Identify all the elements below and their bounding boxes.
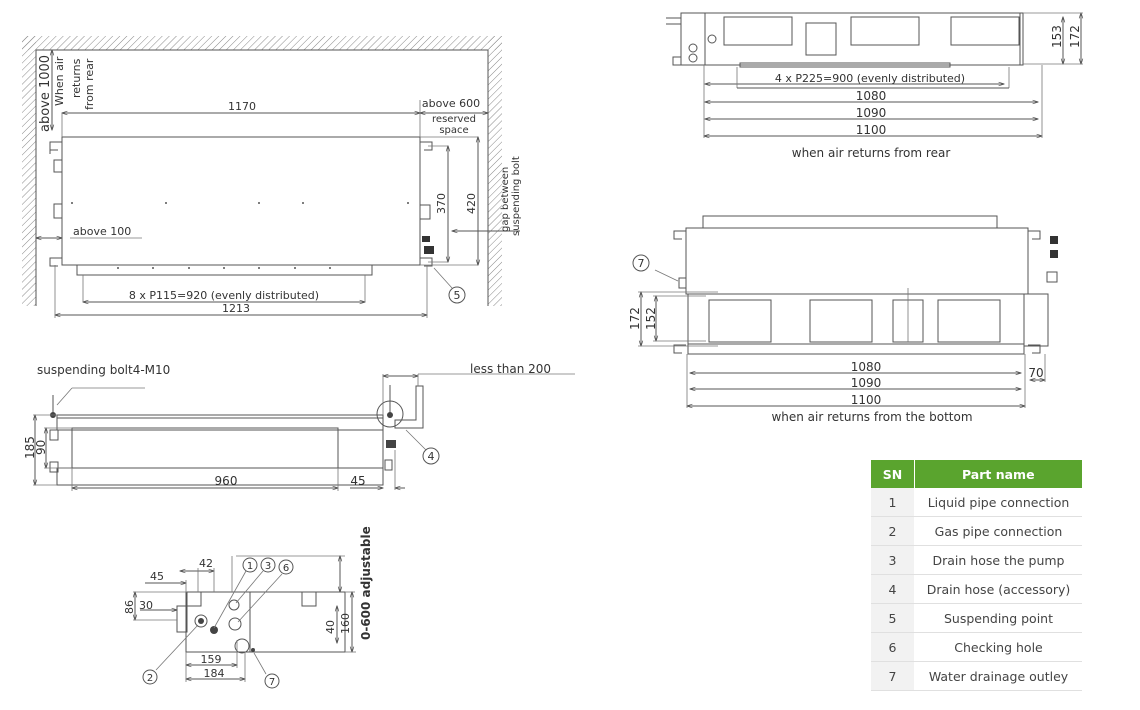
row-sn: 6 — [871, 632, 915, 662]
dim-90: 90 — [34, 440, 48, 455]
label-from-rear: from rear — [83, 58, 96, 110]
dim-70: 70 — [1028, 366, 1043, 380]
row-sn: 5 — [871, 603, 915, 633]
row-part-name: Water drainage outley — [914, 661, 1082, 691]
side-view: 4 suspending bolt4-M10 less than 200 185… — [23, 362, 575, 491]
right-wall — [488, 36, 502, 306]
header-sn: SN — [871, 460, 915, 488]
callout-4-label: 4 — [428, 450, 435, 463]
header-part-name: Part name — [914, 460, 1083, 488]
dim-42: 42 — [199, 557, 213, 570]
dim-172-rear: 172 — [1068, 25, 1082, 48]
row-sn: 4 — [871, 574, 915, 604]
row-part-name: Checking hole — [914, 632, 1082, 662]
label-hanger-pitch: 8 x P115=920 (evenly distributed) — [129, 289, 319, 302]
dim-184: 184 — [204, 667, 225, 680]
top-view: 5 above 1000 When air returns from rear … — [22, 36, 522, 318]
caption-rear-return: when air returns from rear — [792, 146, 951, 160]
callout-5 — [448, 286, 466, 304]
dim-185: 185 — [23, 436, 37, 459]
dim-152: 152 — [644, 307, 658, 330]
dim-1090-bottom: 1090 — [851, 376, 882, 390]
dim-1170: 1170 — [228, 100, 256, 113]
unit-body-top — [61, 136, 421, 266]
callouts-end-view: 1 3 6 2 7 — [142, 557, 294, 689]
callout-1: 1 — [247, 561, 253, 572]
ceiling-wall — [22, 36, 502, 50]
label-pitch-rear: 4 x P225=900 (evenly distributed) — [775, 72, 965, 85]
dim-370: 370 — [435, 193, 448, 214]
dim-1080-bottom: 1080 — [851, 360, 882, 374]
unit-body-end — [249, 591, 346, 653]
row-part-name: Drain hose the pump — [914, 545, 1082, 575]
label-above-100: above 100 — [73, 225, 131, 238]
dim-45: 45 — [350, 474, 365, 488]
bottom-return-view: 7 172 152 1080 1090 1100 70 when air ret… — [628, 215, 1058, 424]
dim-159: 159 — [201, 653, 222, 666]
label-suspending-bolt: suspending bolt — [511, 156, 522, 236]
callout-7: 7 — [269, 677, 275, 688]
callout-5-label: 5 — [454, 289, 461, 302]
callout-7-bottom-label: 7 — [638, 257, 645, 270]
row-part-name: Drain hose (accessory) — [914, 574, 1082, 604]
parts-table-header: SN Part name — [871, 460, 1083, 488]
dim-1100-rear: 1100 — [856, 123, 887, 137]
row-sn: 7 — [871, 661, 915, 691]
callout-3: 3 — [265, 561, 271, 572]
dim-172-bottom: 172 — [628, 307, 642, 330]
label-gap-between: gap between — [500, 167, 511, 232]
label-above-600: above 600 — [422, 97, 480, 110]
dim-160: 160 — [339, 613, 352, 634]
dim-1090-rear: 1090 — [856, 106, 887, 120]
label-space: space — [439, 125, 468, 136]
label-when-air: When air — [53, 56, 66, 106]
label-above-1000: above 1000 — [38, 55, 53, 132]
label-suspending-bolt-m10: suspending bolt4-M10 — [37, 363, 170, 377]
label-less-than-200: less than 200 — [470, 362, 551, 376]
dim-1100-bottom: 1100 — [851, 393, 882, 407]
unit-body-side — [71, 427, 339, 469]
unit-body-bottom-view — [685, 227, 1029, 295]
left-wall — [22, 36, 36, 306]
dim-86: 86 — [123, 600, 136, 614]
label-returns: returns — [70, 58, 83, 98]
end-view: 1 3 6 2 7 42 45 86 30 40 160 159 184 0-6… — [123, 526, 373, 689]
dim-45-end: 45 — [150, 570, 164, 583]
row-part-name: Liquid pipe connection — [914, 488, 1082, 517]
callout-4 — [422, 447, 440, 465]
label-adjustable: 0-600 adjustable — [359, 526, 373, 640]
dim-40: 40 — [324, 620, 337, 634]
callout-7-bottom — [632, 254, 650, 272]
dim-1080-rear: 1080 — [856, 89, 887, 103]
dim-30: 30 — [139, 599, 153, 612]
callout-6: 6 — [283, 563, 289, 574]
caption-bottom-return: when air returns from the bottom — [771, 410, 972, 424]
row-sn: 2 — [871, 516, 915, 546]
dim-420: 420 — [465, 193, 478, 214]
rear-return-view: 4 x P225=900 (evenly distributed) 1080 1… — [666, 13, 1083, 160]
dim-153: 153 — [1050, 25, 1064, 48]
row-part-name: Suspending point — [914, 603, 1082, 633]
label-reserved: reserved — [432, 114, 476, 125]
callout-2: 2 — [147, 673, 153, 684]
dim-1213: 1213 — [222, 302, 250, 315]
dim-960: 960 — [215, 474, 238, 488]
row-sn: 3 — [871, 545, 915, 575]
row-part-name: Gas pipe connection — [914, 516, 1082, 546]
row-sn: 1 — [871, 488, 915, 517]
